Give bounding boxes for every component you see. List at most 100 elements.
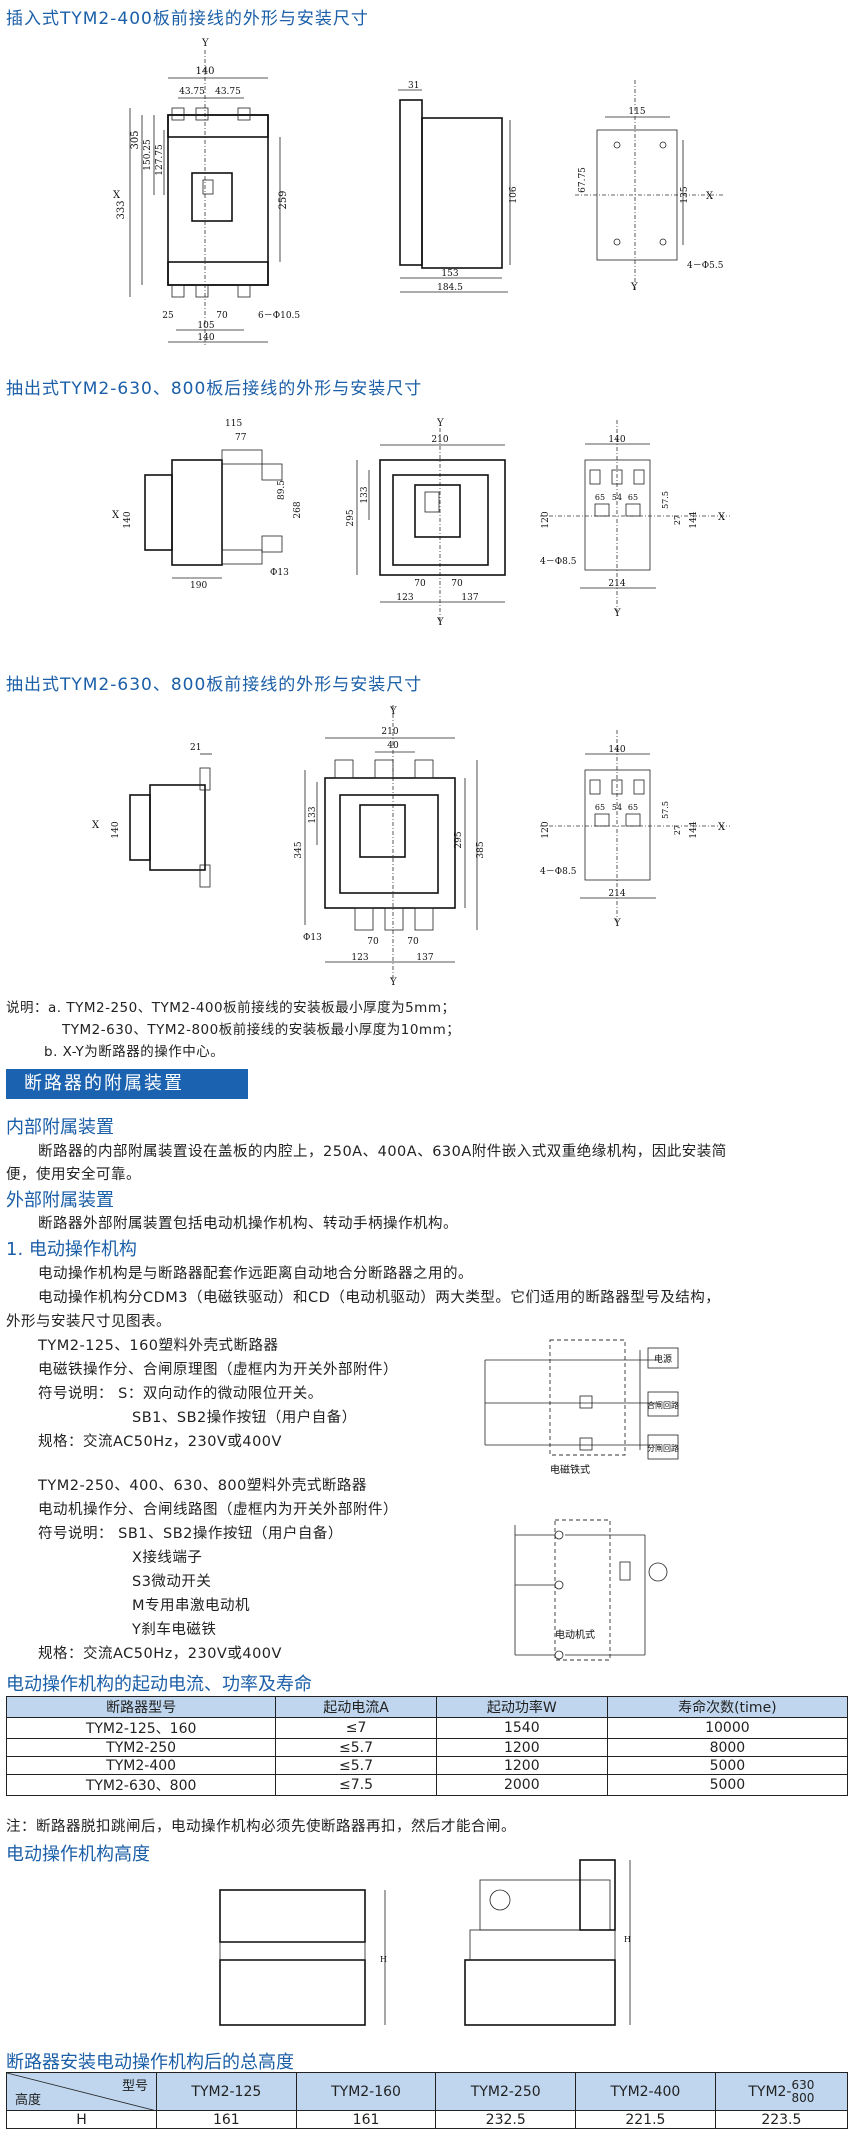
motor-line-3: 符号说明： SB1、SB2操作按钮（用户自备） (38, 1526, 343, 1542)
table-cell: 161 (295, 2110, 437, 2129)
table-cell: TYM2-125、160 (5, 1717, 277, 1739)
motor-line-8: 规格：交流AC50Hz，230V或400V (38, 1646, 282, 1662)
s3-side-view: 21 140 X (92, 743, 212, 888)
dim-144: 144 (689, 511, 699, 528)
dim-120: 120 (541, 511, 551, 528)
dim-43-75a: 43.75 (179, 87, 205, 97)
dim-115-b: 115 (225, 419, 242, 429)
em-line-2: 电磁铁操作分、合闸原理图（虚框内为开关外部附件） (38, 1362, 398, 1378)
motor-circuit-diagram: 电动机式 (514, 1519, 668, 1661)
dim-345: 345 (294, 841, 304, 858)
em-line-3: 符号说明： S：双向动作的微动限位开关。 (38, 1386, 323, 1402)
dim-333: 333 (116, 200, 127, 219)
dim-h-left: H (380, 1955, 387, 1964)
dim-184-5: 184.5 (437, 283, 463, 293)
table1-header-life: 寿命次数(time) (606, 1696, 849, 1718)
dim-144-b: 144 (689, 821, 699, 838)
table-cell: TYM2-630、800 (5, 1774, 277, 1796)
table2-header-125: TYM2-125 (156, 2072, 297, 2111)
motor-line-5: S3微动开关 (132, 1574, 212, 1590)
motor-line-2: 电动机操作分、合闸线路图（虚框内为开关外部附件） (38, 1502, 398, 1518)
dim-214: 214 (608, 579, 625, 589)
external-text: 断路器外部附属装置包括电动机操作机构、转动手柄操作机构。 (38, 1216, 458, 1232)
table-cell: TYM2-400 (5, 1756, 277, 1775)
table-cell: 10000 (606, 1717, 849, 1739)
em-line-4: SB1、SB2操作按钮（用户自备） (132, 1410, 357, 1426)
axis-y-1: Y (201, 38, 209, 49)
motor-line-7: Y刹车电磁铁 (132, 1622, 217, 1638)
dim-70-d: 70 (367, 937, 379, 947)
em-circuit-diagram: 电源 合闸回路 分闸回路 电磁铁式 (484, 1339, 679, 1476)
internal-text-2: 便，使用安全可靠。 (6, 1167, 141, 1183)
dim-123: 123 (396, 593, 413, 603)
label-power: 电源 (654, 1353, 672, 1365)
dim-70-c: 70 (451, 579, 463, 589)
table2-title: 断路器安装电动操作机构后的总高度 (6, 2052, 294, 2073)
dim-137-b: 137 (416, 953, 433, 963)
external-title: 外部附属装置 (6, 1190, 114, 1211)
dim-6-phi: 6－Φ10.5 (258, 311, 300, 321)
header-630-800-prefix: TYM2- (748, 2083, 792, 2100)
axis-y-3: Y (436, 418, 444, 429)
table-cell: 1200 (435, 1738, 608, 1757)
corner-height-label: 高度 (15, 2093, 42, 2108)
dim-210: 210 (431, 435, 448, 445)
table-row: H 161 161 232.5 221.5 223.5 (6, 2110, 849, 2129)
table1-header-power: 起动功率W (435, 1696, 608, 1718)
table-cell: 5000 (606, 1774, 849, 1796)
axis-y-2: Y (630, 282, 638, 293)
axis-y-4: Y (613, 608, 621, 619)
dim-268: 268 (293, 501, 303, 518)
dim-137: 137 (461, 593, 478, 603)
motor-line-1: TYM2-250、400、630、800塑料外壳式断路器 (38, 1478, 367, 1494)
dim-123-b: 123 (351, 953, 368, 963)
axis-y-5: Y (389, 706, 397, 717)
motor-line-4: X接线端子 (132, 1550, 203, 1566)
dim-295-b: 295 (454, 831, 464, 848)
header-800: 800 (791, 2090, 815, 2105)
axis-x-6: X (718, 822, 726, 833)
table1-header-current: 起动电流A (275, 1696, 437, 1718)
internal-title: 内部附属装置 (6, 1117, 114, 1138)
s2-mount-view: 140 120 65 54 65 57.5 27 144 214 4－Φ8.5 … (540, 420, 730, 619)
dim-385: 385 (476, 841, 486, 858)
dim-21: 21 (190, 743, 201, 753)
axis-x-2: X (706, 191, 714, 202)
dim-127-75: 127.75 (155, 144, 165, 176)
height-drawing-left: H (219, 1889, 387, 2026)
table-cell: ≤5.7 (275, 1756, 437, 1775)
axis-x-5: X (92, 820, 100, 831)
dim-65: 65 (595, 493, 605, 502)
dim-65-c: 65 (595, 803, 605, 812)
section-1-title: 插入式TYM2-400板前接线的外形与安装尺寸 (6, 9, 369, 29)
table1-note: 注：断路器脱扣跳闸后，电动操作机构必须先使断路器再扣，然后才能合闸。 (6, 1819, 516, 1835)
table2-header-row: 型号 高度 TYM2-125 TYM2-160 TYM2-250 TYM2-40… (6, 2072, 849, 2112)
note-b: b. X-Y为断路器的操作中心。 (44, 1044, 225, 1060)
motor-title: 1. 电动操作机构 (6, 1239, 137, 1260)
dim-70: 70 (216, 311, 228, 321)
table-cell: 1540 (435, 1717, 608, 1739)
table1-header-model: 断路器型号 (5, 1696, 277, 1718)
table-cell: 2000 (435, 1774, 608, 1796)
dim-153: 153 (441, 269, 458, 279)
table-row: TYM2-250 ≤5.7 1200 8000 (5, 1738, 849, 1757)
axis-x-1: X (113, 190, 121, 201)
motor-text-3: 外形与安装尺寸见图表。 (6, 1314, 171, 1330)
label-close-circuit: 合闸回路 (647, 1400, 679, 1410)
table-total-height: 型号 高度 TYM2-125 TYM2-160 TYM2-250 TYM2-40… (6, 2072, 849, 2129)
table-cell: 1200 (435, 1756, 608, 1775)
table2-row-label: H (6, 2110, 157, 2129)
dim-67-75: 67.75 (578, 167, 588, 193)
motor-diagram-caption: 电动机式 (555, 1628, 595, 1641)
dim-54-b: 54 (612, 803, 622, 812)
dim-305: 305 (130, 130, 141, 149)
internal-text-1: 断路器的内部附属装置设在盖板的内腔上，250A、400A、630A附件嵌入式双重… (38, 1144, 727, 1160)
table2-header-250: TYM2-250 (435, 2072, 577, 2111)
height-title: 电动操作机构高度 (6, 1844, 150, 1865)
table-cell: 8000 (606, 1738, 849, 1757)
em-line-1: TYM2-125、160塑料外壳式断路器 (38, 1338, 279, 1354)
dim-4-phi-5-5: 4－Φ5.5 (687, 261, 724, 271)
em-diagram-caption: 电磁铁式 (550, 1463, 590, 1476)
table-cell: TYM2-250 (5, 1738, 277, 1757)
accessories-bar-title: 断路器的附属装置 (6, 1069, 248, 1099)
